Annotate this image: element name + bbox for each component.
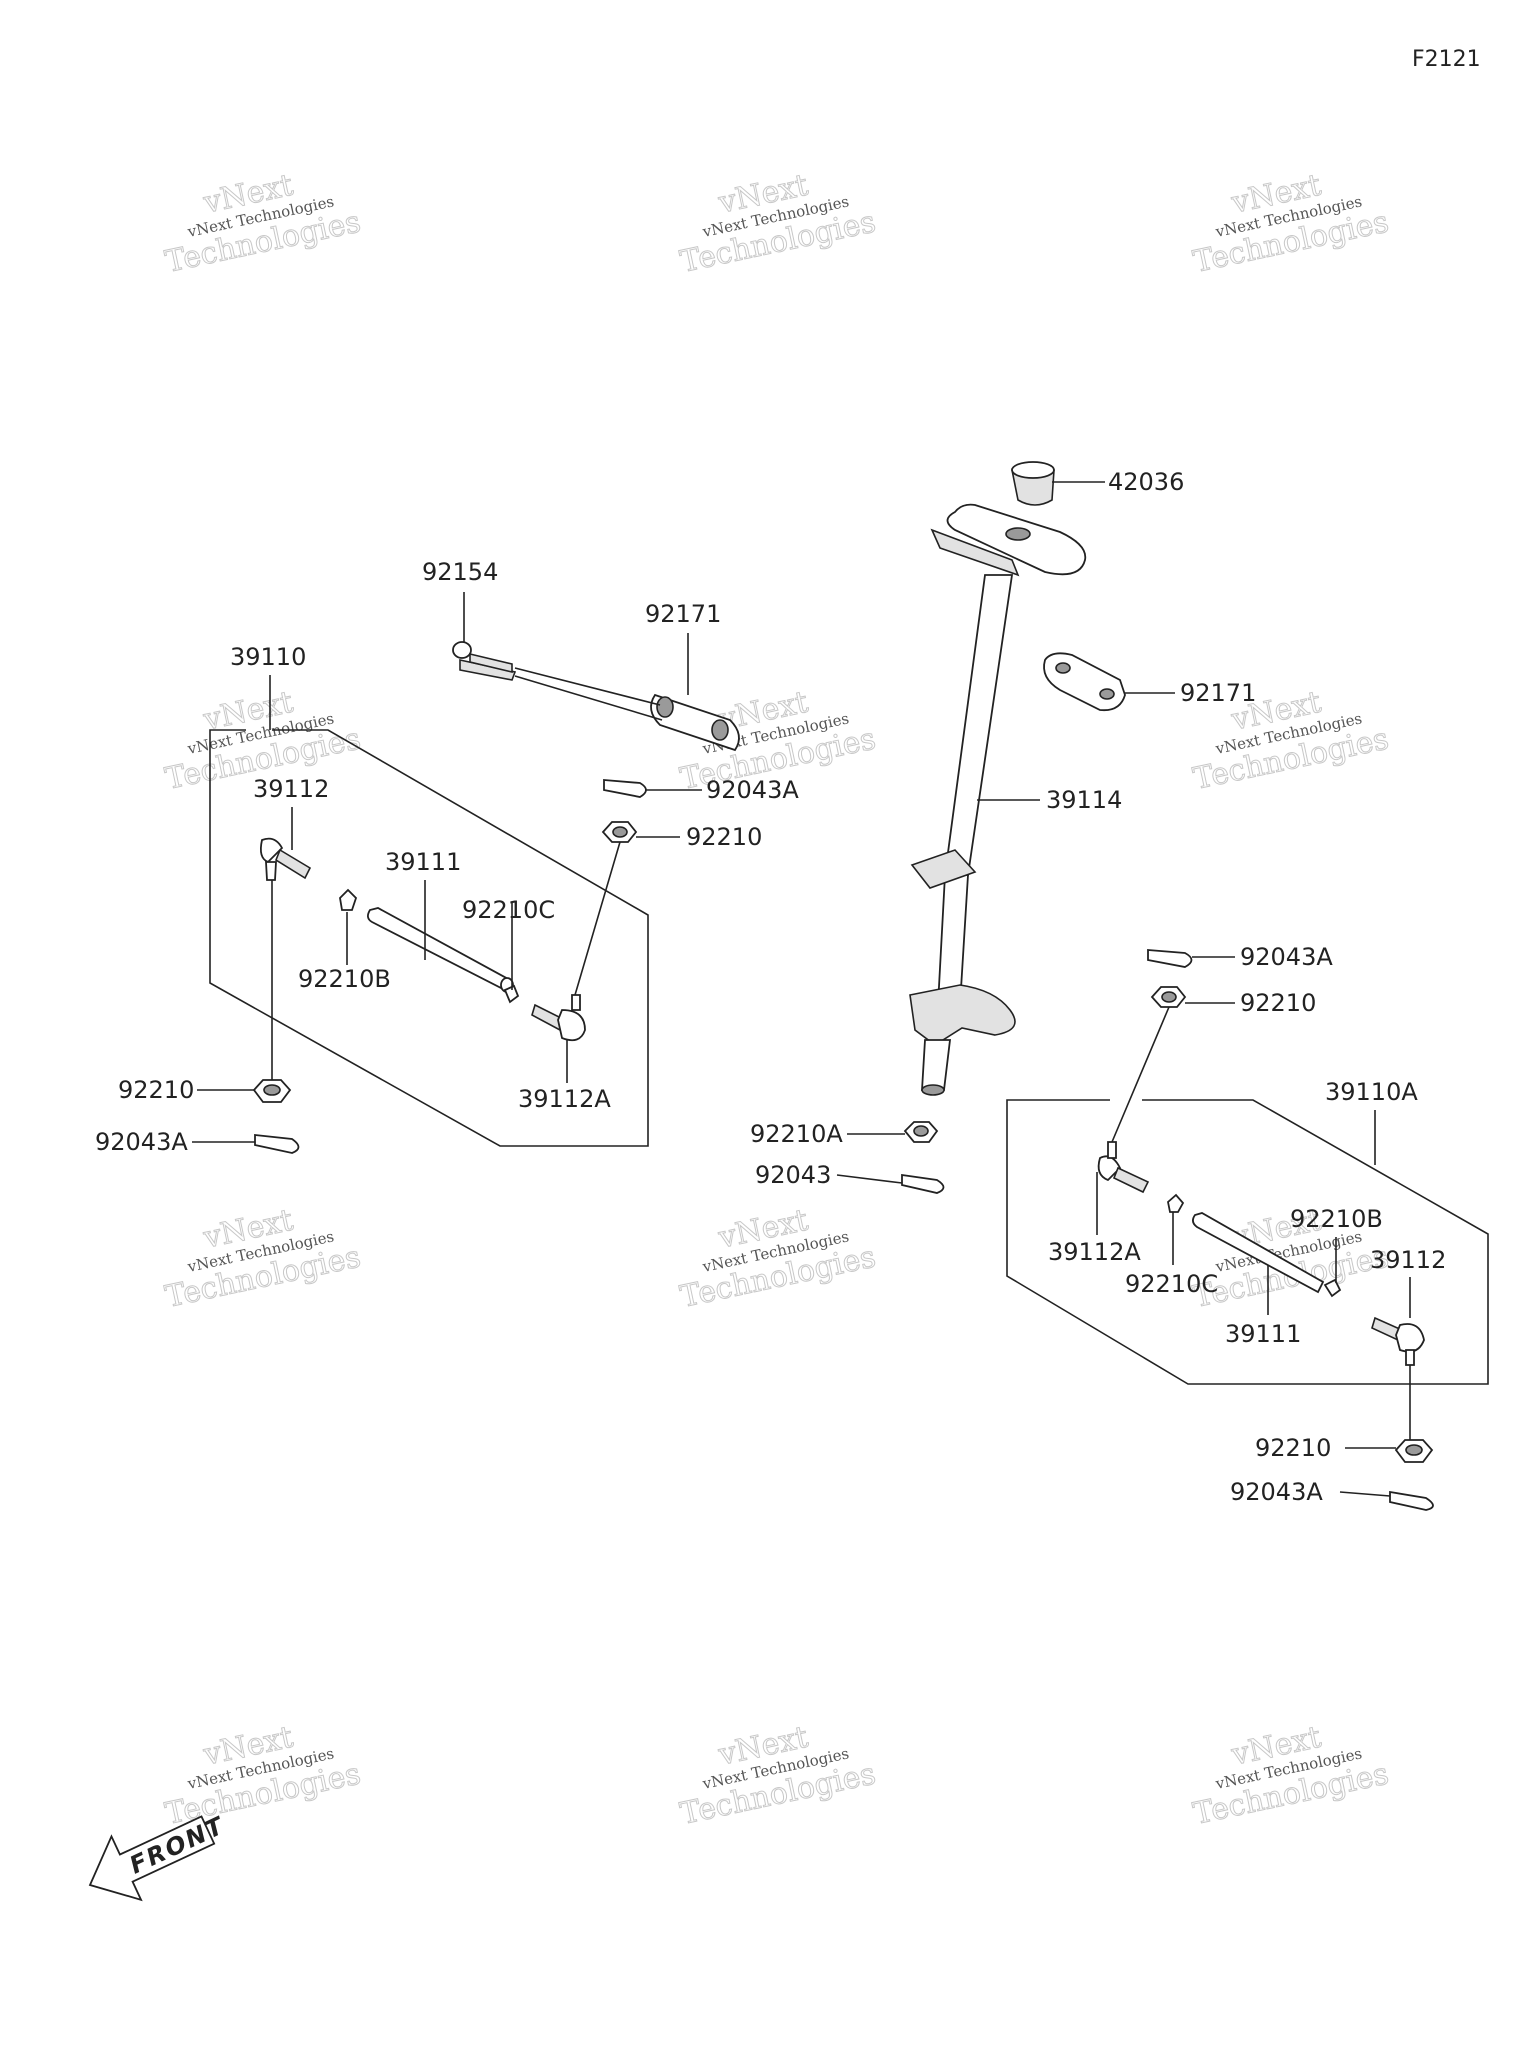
callout-92043A-right-lower: 92043A — [1230, 1478, 1323, 1506]
callout-39114: 39114 — [1046, 786, 1122, 814]
nut-92210-r2 — [1394, 1439, 1434, 1463]
nut-92210A — [903, 1121, 939, 1143]
nut-92210C-right — [1167, 1193, 1185, 1213]
callout-92210C-right: 92210C — [1125, 1270, 1218, 1298]
nut-92210-top — [601, 821, 638, 843]
nut-92210B-left — [339, 888, 358, 911]
steering-lower-arm — [909, 984, 1016, 1046]
callout-92210-left: 92210 — [118, 1076, 194, 1104]
nut-92210C-left — [503, 984, 520, 1004]
tie-rod-end-39112A-right — [1097, 1141, 1150, 1194]
leader-lines — [192, 481, 1411, 1497]
callout-92210C-left: 92210C — [462, 896, 555, 924]
tie-rod-end-39112-left — [259, 837, 312, 881]
cotter-pin-92043A-r1 — [1147, 949, 1193, 968]
callout-92210-top: 92210 — [686, 823, 762, 851]
callout-39111-right: 39111 — [1225, 1320, 1301, 1348]
callout-39112A-left: 39112A — [518, 1085, 611, 1113]
nut-92210-l — [252, 1079, 292, 1103]
callout-39112A-right: 39112A — [1048, 1238, 1141, 1266]
callout-39112-left: 39112 — [253, 775, 329, 803]
callout-92043A-right-upper: 92043A — [1240, 943, 1333, 971]
callout-92171-left: 92171 — [645, 600, 721, 628]
shaft-clamp-92171-right — [1043, 652, 1126, 712]
cotter-pin-92043A-l — [254, 1133, 300, 1154]
callout-92154: 92154 — [422, 558, 498, 586]
callout-92210B-left: 92210B — [298, 965, 391, 993]
steering-shaft-tube — [943, 574, 1014, 876]
tie-rod-39111-right — [1192, 1212, 1325, 1294]
cotter-pin-92043A-top — [603, 779, 647, 798]
steering-shaft-39114 — [909, 461, 1087, 1096]
callout-42036: 42036 — [1108, 468, 1184, 496]
callout-92043: 92043 — [755, 1161, 831, 1189]
callout-39112-right: 39112 — [1370, 1246, 1446, 1274]
callout-labels: 42036 92154 92171 92171 39110 39112 9204… — [95, 468, 1446, 1506]
nut-92210B-right — [1323, 1278, 1342, 1298]
tie-rod-end-39112-right — [1371, 1316, 1425, 1366]
group-frame-39110 — [209, 729, 649, 1147]
tie-rod-end-39112A-left — [531, 994, 586, 1042]
callout-92043A-top: 92043A — [706, 776, 799, 804]
callout-92210-right-upper: 92210 — [1240, 989, 1316, 1017]
figure-code: F2121 — [1412, 47, 1481, 72]
callout-39111-left: 39111 — [385, 848, 461, 876]
callout-92171-right: 92171 — [1180, 679, 1256, 707]
callout-39110A: 39110A — [1325, 1078, 1418, 1106]
callout-92043A-left: 92043A — [95, 1128, 188, 1156]
cotter-pin-92043 — [901, 1173, 945, 1194]
group-frame-39110A — [1006, 1099, 1489, 1385]
callout-92210B-right: 92210B — [1290, 1205, 1383, 1233]
callout-39110: 39110 — [230, 643, 306, 671]
nut-92210-r1 — [1150, 986, 1187, 1008]
cotter-pin-92043A-r2 — [1389, 1490, 1434, 1511]
steering-mid-bracket — [910, 849, 977, 889]
callout-92210-right-lower: 92210 — [1255, 1434, 1331, 1462]
callout-92210A: 92210A — [750, 1120, 843, 1148]
front-arrow-shape — [88, 1815, 216, 1902]
